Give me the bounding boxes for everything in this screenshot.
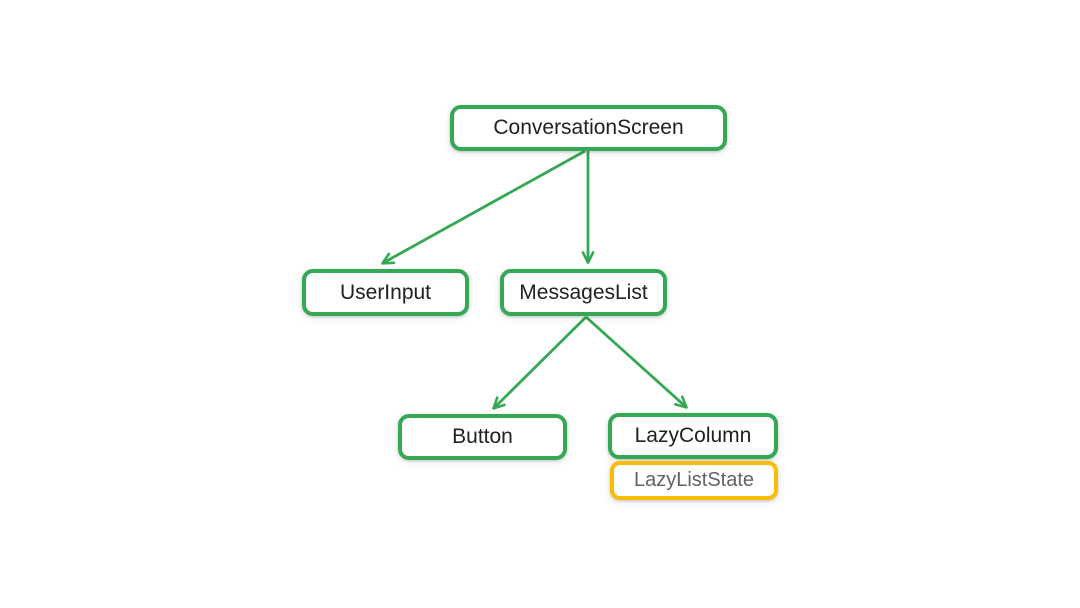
node-lazyliststate: LazyListState [610, 461, 778, 500]
node-lazycolumn: LazyColumn [608, 413, 778, 459]
node-messageslist: MessagesList [500, 269, 667, 316]
node-button: Button [398, 414, 567, 460]
edge-messageslist-button [492, 316, 587, 410]
node-userinput: UserInput [302, 269, 469, 316]
node-conversationscreen: ConversationScreen [450, 105, 727, 151]
edge-messageslist-lazycolumn [585, 315, 688, 409]
edge-conversationscreen-userinput [381, 149, 586, 265]
